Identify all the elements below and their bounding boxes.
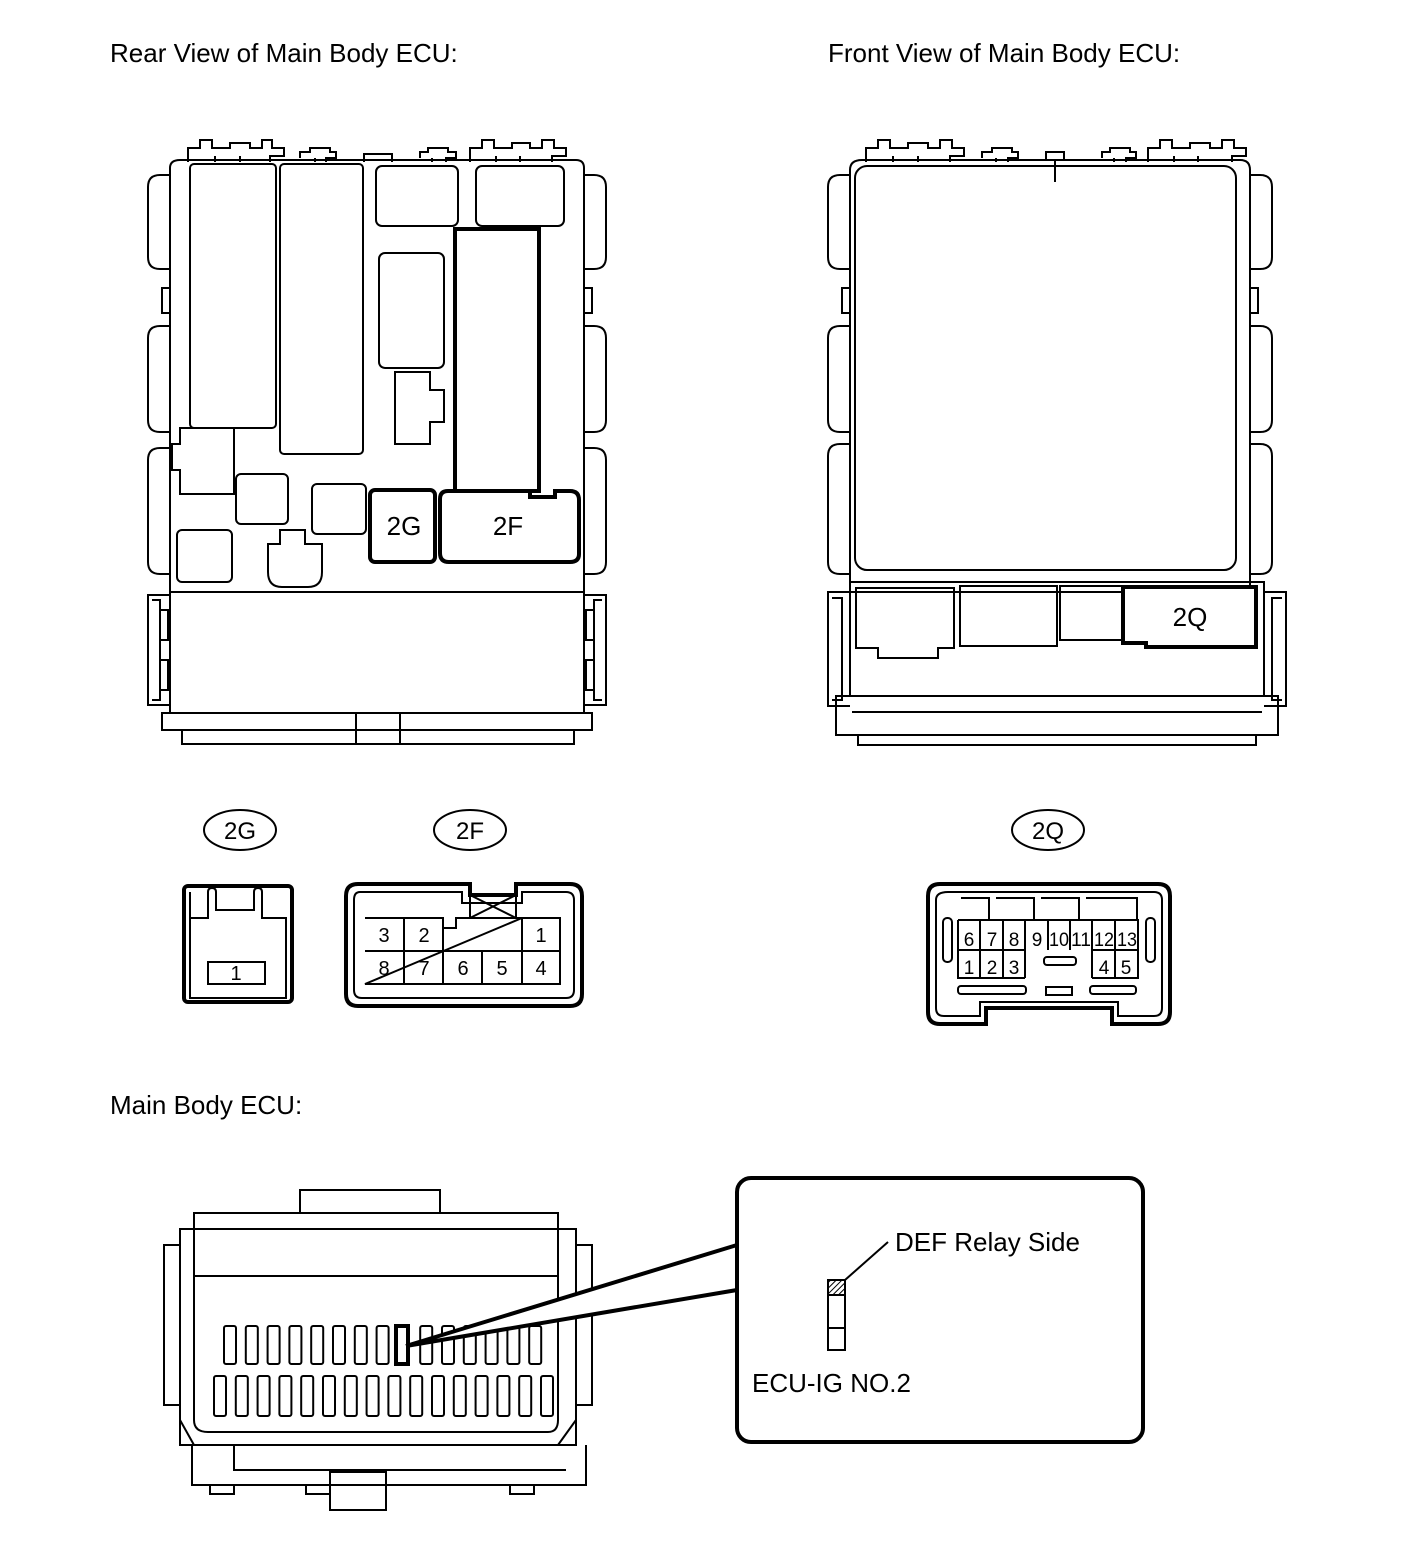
terminal-slot	[387, 1375, 402, 1417]
def-relay-side-marker	[827, 1279, 846, 1296]
connector-2g: 2G 1	[182, 809, 294, 1004]
connector-2f-pin: 2	[418, 925, 429, 947]
terminal-slot	[452, 1375, 467, 1417]
callout-leader	[405, 1243, 738, 1348]
front-view-ecu: 2Q	[827, 139, 1287, 746]
connector-2q-pin: 10	[1049, 930, 1069, 951]
main-body-ecu	[163, 1189, 593, 1511]
terminal-slot	[310, 1325, 325, 1365]
connector-2f-pin: 1	[535, 925, 546, 947]
connector-2q-tag: 2Q	[1032, 818, 1064, 845]
terminal-slot	[266, 1325, 281, 1365]
terminal-slot	[278, 1375, 293, 1417]
connector-2q-pin: 13	[1117, 930, 1137, 951]
rear-2f-label: 2F	[493, 511, 523, 541]
front-view-heading: Front View of Main Body ECU:	[828, 38, 1180, 68]
connector-2f-pin: 6	[457, 958, 468, 980]
terminal-slot	[431, 1375, 445, 1417]
rear-2f-location	[438, 489, 581, 564]
connector-2f-pin: 8	[378, 958, 389, 980]
terminal-slot	[441, 1325, 455, 1365]
terminal-slot	[496, 1375, 511, 1417]
front-2q-location	[1121, 585, 1258, 649]
terminal-slot	[288, 1325, 303, 1365]
front-2q-label: 2Q	[1173, 602, 1208, 632]
main-body-heading: Main Body ECU:	[110, 1090, 302, 1120]
terminal-slot	[353, 1325, 368, 1365]
connector-2q-pin: 4	[1099, 958, 1110, 979]
terminal-slot	[506, 1325, 521, 1365]
def-relay-side-label: DEF Relay Side	[895, 1227, 1080, 1257]
terminal-slot	[244, 1325, 259, 1365]
connector-2q-pin: 1	[964, 958, 975, 979]
connector-2q-pin: 11	[1071, 930, 1091, 951]
fuse-callout-box: DEF Relay Side ECU-IG NO.2	[735, 1176, 1145, 1444]
connector-2q-pin: 12	[1094, 930, 1114, 951]
terminal-slot	[322, 1375, 336, 1417]
connector-2f-pin: 4	[535, 958, 546, 980]
connector-2g-pin: 1	[230, 963, 241, 985]
connector-2f-tag: 2F	[456, 818, 484, 845]
terminal-slot	[409, 1375, 424, 1417]
terminal-slot	[332, 1325, 346, 1365]
terminal-slot	[300, 1375, 315, 1417]
terminal-slot	[234, 1375, 249, 1417]
terminal-slot	[474, 1375, 489, 1417]
connector-2q-pin: 7	[987, 930, 998, 951]
rear-2g-location	[368, 488, 437, 564]
terminal-slot	[223, 1325, 237, 1365]
connector-2q-pin: 6	[964, 930, 975, 951]
connector-2f: 2F 3 2 1 8 7 6 5 4	[344, 809, 584, 1008]
connector-2q-pin: 2	[987, 958, 998, 979]
fuse-outline	[827, 1294, 846, 1351]
connector-2q: 2Q 6 7 8 9 10 11 12 13 1 2 3 4 5	[926, 809, 1172, 1026]
connector-2f-pin: 5	[496, 958, 507, 980]
connector-2g-tag: 2G	[224, 818, 256, 845]
rear-view-ecu: 2G 2F	[147, 139, 607, 745]
connector-2q-pin: 5	[1121, 958, 1132, 979]
terminal-slot	[343, 1375, 358, 1417]
terminal-slot	[256, 1375, 271, 1417]
terminal-slot	[365, 1375, 380, 1417]
ecu-ig-no2-label: ECU-IG NO.2	[752, 1368, 911, 1398]
terminal-slot	[528, 1325, 543, 1365]
connector-2q-pin: 8	[1009, 930, 1020, 951]
terminal-slot	[518, 1375, 533, 1417]
rear-view-heading: Rear View of Main Body ECU:	[110, 38, 458, 68]
rear-2g-label: 2G	[387, 511, 422, 541]
connector-2q-pin: 3	[1009, 958, 1020, 979]
connector-2f-pin: 3	[378, 925, 389, 947]
connector-2q-pin: 9	[1032, 930, 1043, 951]
terminal-slot	[375, 1325, 390, 1365]
connector-2f-pin: 7	[418, 958, 429, 980]
terminal-slot	[213, 1375, 227, 1417]
terminal-slot	[540, 1375, 554, 1417]
lower-terminal-row	[213, 1375, 554, 1417]
